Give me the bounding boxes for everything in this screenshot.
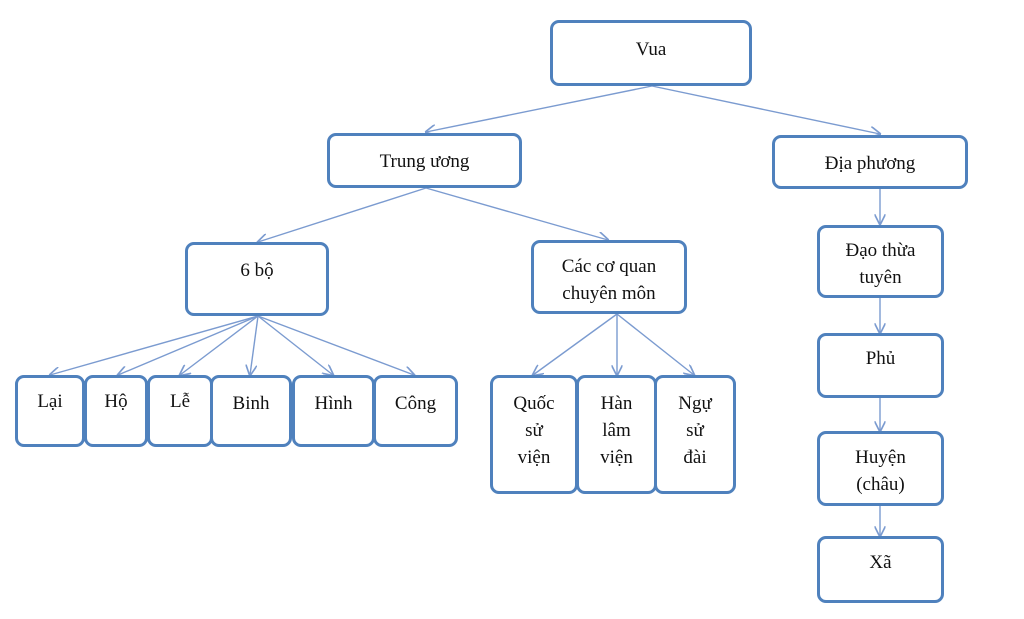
connector-6-bo-binh [250,315,259,375]
node-xa-label: Xã [869,552,892,573]
connector-6-bo-lai [50,315,259,375]
node-han-lam-vien: Hàn lâm viện [576,375,657,494]
node-dia-phuong: Địa phương [772,135,968,189]
connector-6-bo-le [180,315,259,375]
node-bo-lai-label: Lại [37,391,63,412]
node-phu-label: Phủ [865,348,896,369]
node-6-bo: 6 bộ [185,242,329,316]
node-cac-co-quan-label: Các cơ quan chuyên môn [561,256,657,304]
node-bo-cong: Công [373,375,458,447]
node-han-lam-vien-label: Hàn lâm viện [600,393,633,468]
node-bo-hinh-label: Hình [314,393,353,414]
node-phu: Phủ [817,333,944,398]
node-bo-cong-label: Công [394,393,437,414]
node-huyen-chau-label: Huyện (châu) [855,447,906,495]
node-dao-thua-tuyen: Đạo thừa tuyên [817,225,944,298]
connector-6-bo-ho [118,315,259,375]
node-vua: Vua [550,20,752,86]
node-ngu-su-dai: Ngự sử đài [654,375,736,494]
node-xa: Xã [817,536,944,603]
node-quoc-su-vien-label: Quốc sử viện [513,393,555,468]
connector-trung-uong-co-quan [425,187,608,240]
node-bo-binh: Binh [210,375,292,447]
node-6-bo-label: 6 bộ [240,260,274,281]
node-quoc-su-vien: Quốc sử viện [490,375,578,494]
connector-6-bo-cong [257,315,414,375]
node-vua-label: Vua [635,39,667,60]
node-bo-le: Lễ [147,375,213,447]
node-bo-hinh: Hình [292,375,375,447]
node-bo-ho: Hộ [84,375,148,447]
connector-co-quan-ngu-su [616,313,694,375]
node-dao-thua-tuyen-label: Đạo thừa tuyên [845,240,916,288]
node-bo-lai: Lại [15,375,85,447]
node-trung-uong: Trung ương [327,133,522,188]
connector-trung-uong-6-bo [258,187,427,242]
node-bo-ho-label: Hộ [104,391,128,412]
node-bo-binh-label: Binh [232,393,270,414]
node-cac-co-quan-chuyen-mon: Các cơ quan chuyên môn [531,240,687,314]
node-bo-le-label: Lễ [169,391,191,412]
connector-6-bo-hinh [257,315,333,375]
node-trung-uong-label: Trung ương [379,151,470,172]
connector-vua-trung-uong [426,85,653,132]
connector-vua-dia-phuong [651,85,880,134]
node-dia-phuong-label: Địa phương [824,153,916,174]
connector-co-quan-quoc-su [533,313,618,375]
node-huyen-chau: Huyện (châu) [817,431,944,506]
node-ngu-su-dai-label: Ngự sử đài [678,393,712,468]
